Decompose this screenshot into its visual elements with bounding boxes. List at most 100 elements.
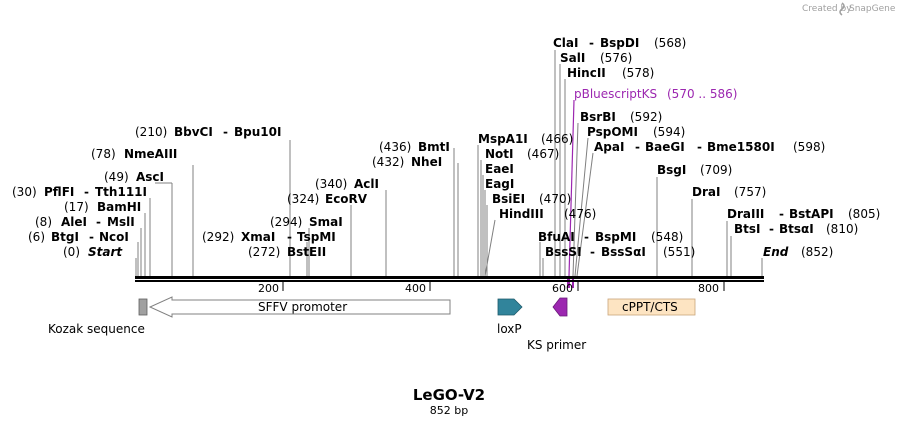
site-baegi: BaeGI [645,140,685,154]
loxp-label: loxP [497,322,522,336]
site-bfuai-dash: - [584,230,589,244]
kozak-label: Kozak sequence [48,322,145,336]
site-smai: SmaI [309,215,343,229]
site-bspdi: BspDI [600,36,639,50]
site-bmti: BmtI [418,140,450,154]
site-nmeaiii: NmeAIII [124,147,177,161]
site-ncoi: NcoI [99,230,129,244]
site-sali-pos: (576) [600,51,632,65]
site-bstapi: BstAPI [789,207,834,221]
ks-primer-label: KS primer [527,338,586,352]
site-eagi: EagI [485,177,514,191]
site-bspmi: BspMI [595,230,636,244]
site-pflfi-dash: - [84,185,89,199]
site-lines [135,50,763,277]
site-draiii-dash: - [779,207,784,221]
site-bfuai-pos: (548) [651,230,683,244]
site-start: Start [88,245,123,259]
site-msli: MslI [107,215,135,229]
site-bsteii-pos: (272) [248,245,280,259]
site-bbvci: BbvCI [174,125,213,139]
primer-binding-line [568,99,575,277]
site-noti: NotI [485,147,514,161]
site-eaei: EaeI [485,162,514,176]
site-draiii: DraIII [727,207,764,221]
site-btsi: BtsI [734,222,761,236]
site-drai: DraI [692,185,720,199]
site-bsiei-pos: (470) [539,192,571,206]
site-bbvci-dash: - [223,125,228,139]
site-nmeaiii-pos: (78) [91,147,116,161]
site-pspomi-pos: (594) [653,125,685,139]
site-asci: AscI [136,170,164,184]
site-btsai: BtsαI [779,222,814,236]
site-nhei-pos: (432) [372,155,404,169]
site-bamhi: BamHI [97,200,141,214]
site-apai-dash2: - [697,140,702,154]
tick-800: 800 [698,282,719,295]
site-apai-dash: - [635,140,640,154]
tick-200: 200 [258,282,279,295]
site-btgi: BtgI [51,230,79,244]
primer-binding-name: pBluescriptKS [574,87,657,101]
site-btgi-pos: (6) [28,230,45,244]
site-drai-pos: (757) [734,185,766,199]
site-hindiii-pos: (476) [564,207,596,221]
site-clai-dash: - [589,36,594,50]
site-noti-pos: (467) [527,147,559,161]
site-bmti-pos: (436) [379,140,411,154]
site-end-pos: (852) [801,245,833,259]
site-sali: SalI [560,51,585,65]
site-acli-pos: (340) [315,177,347,191]
site-xmai-pos: (292) [202,230,234,244]
map-length: 852 bp [430,404,468,417]
site-alei-pos: (8) [35,215,52,229]
site-hindiii: HindIII [499,207,544,221]
site-acli: AclI [354,177,379,191]
credit-prefix: Created by [802,4,852,14]
kozak-feature [138,298,148,316]
site-bfuai: BfuAI [538,230,575,244]
site-pflfi: PflFI [44,185,74,199]
map-title: LeGO-V2 [413,386,485,404]
loxp-arrow [497,298,523,316]
site-bsssi-dash: - [590,245,595,259]
sffv-label: SFFV promoter [258,300,347,314]
site-smai-pos: (294) [270,215,302,229]
tick-400: 400 [405,282,426,295]
site-alei-dash: - [96,215,101,229]
cppt-label: cPPT/CTS [622,300,678,314]
site-ecorv-pos: (324) [287,192,319,206]
backbone-top [135,276,764,279]
site-apai: ApaI [594,140,624,154]
sffv-promoter-arrow [148,296,451,318]
site-start-pos: (0) [63,245,80,259]
snapgene-logo-icon [839,2,845,16]
site-btsi-pos: (810) [826,222,858,236]
credit-brand: SnapGene [849,4,896,14]
site-bsgi: BsgI [657,163,686,177]
site-mspa1i: MspA1I [478,132,528,146]
cppt-feature [607,298,696,316]
site-ecorv: EcoRV [325,192,368,206]
site-bsssi: BssSI [545,245,582,259]
site-xmai-dash: - [287,230,292,244]
site-xmai: XmaI [241,230,275,244]
site-tspmi: TspMI [297,230,336,244]
site-bamhi-pos: (17) [64,200,89,214]
ks-primer-arrow [552,297,568,317]
site-bpu10i: Bpu10I [234,125,281,139]
site-asci-pos: (49) [104,170,129,184]
site-bsiei: BsiEI [492,192,525,206]
site-btsi-dash: - [769,222,774,236]
site-alei: AleI [61,215,87,229]
site-bsteii: BstEII [287,245,326,259]
site-draiii-pos: (805) [848,207,880,221]
site-clai-pos: (568) [654,36,686,50]
site-hincii-pos: (578) [622,66,654,80]
site-bbvci-pos: (210) [135,125,167,139]
site-hincii: HincII [567,66,606,80]
site-pspomi: PspOMI [587,125,638,139]
site-bsrbi: BsrBI [580,110,616,124]
